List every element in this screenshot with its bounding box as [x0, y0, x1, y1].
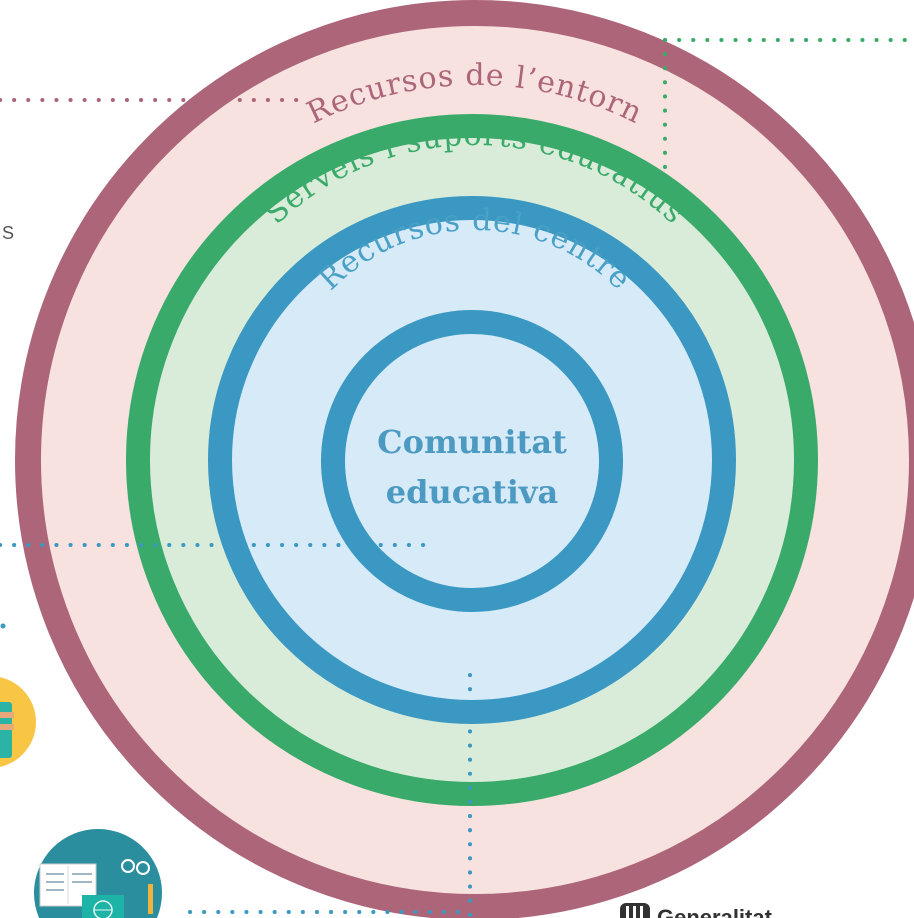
logo-text: Generalitat	[657, 905, 773, 918]
core-ring	[321, 310, 623, 612]
generalitat-shield-icon	[620, 903, 650, 918]
center-label-line1: Comunitat	[377, 423, 567, 461]
connector-blue-dot	[0, 623, 6, 629]
center-label-line2: educativa	[386, 473, 558, 511]
generalitat-logo: Generalitat	[620, 903, 773, 918]
edge-text-fragment: S	[2, 223, 14, 243]
classroom-icon	[34, 829, 162, 918]
reading-person-icon	[0, 677, 36, 767]
dotted-connectors	[0, 38, 914, 917]
